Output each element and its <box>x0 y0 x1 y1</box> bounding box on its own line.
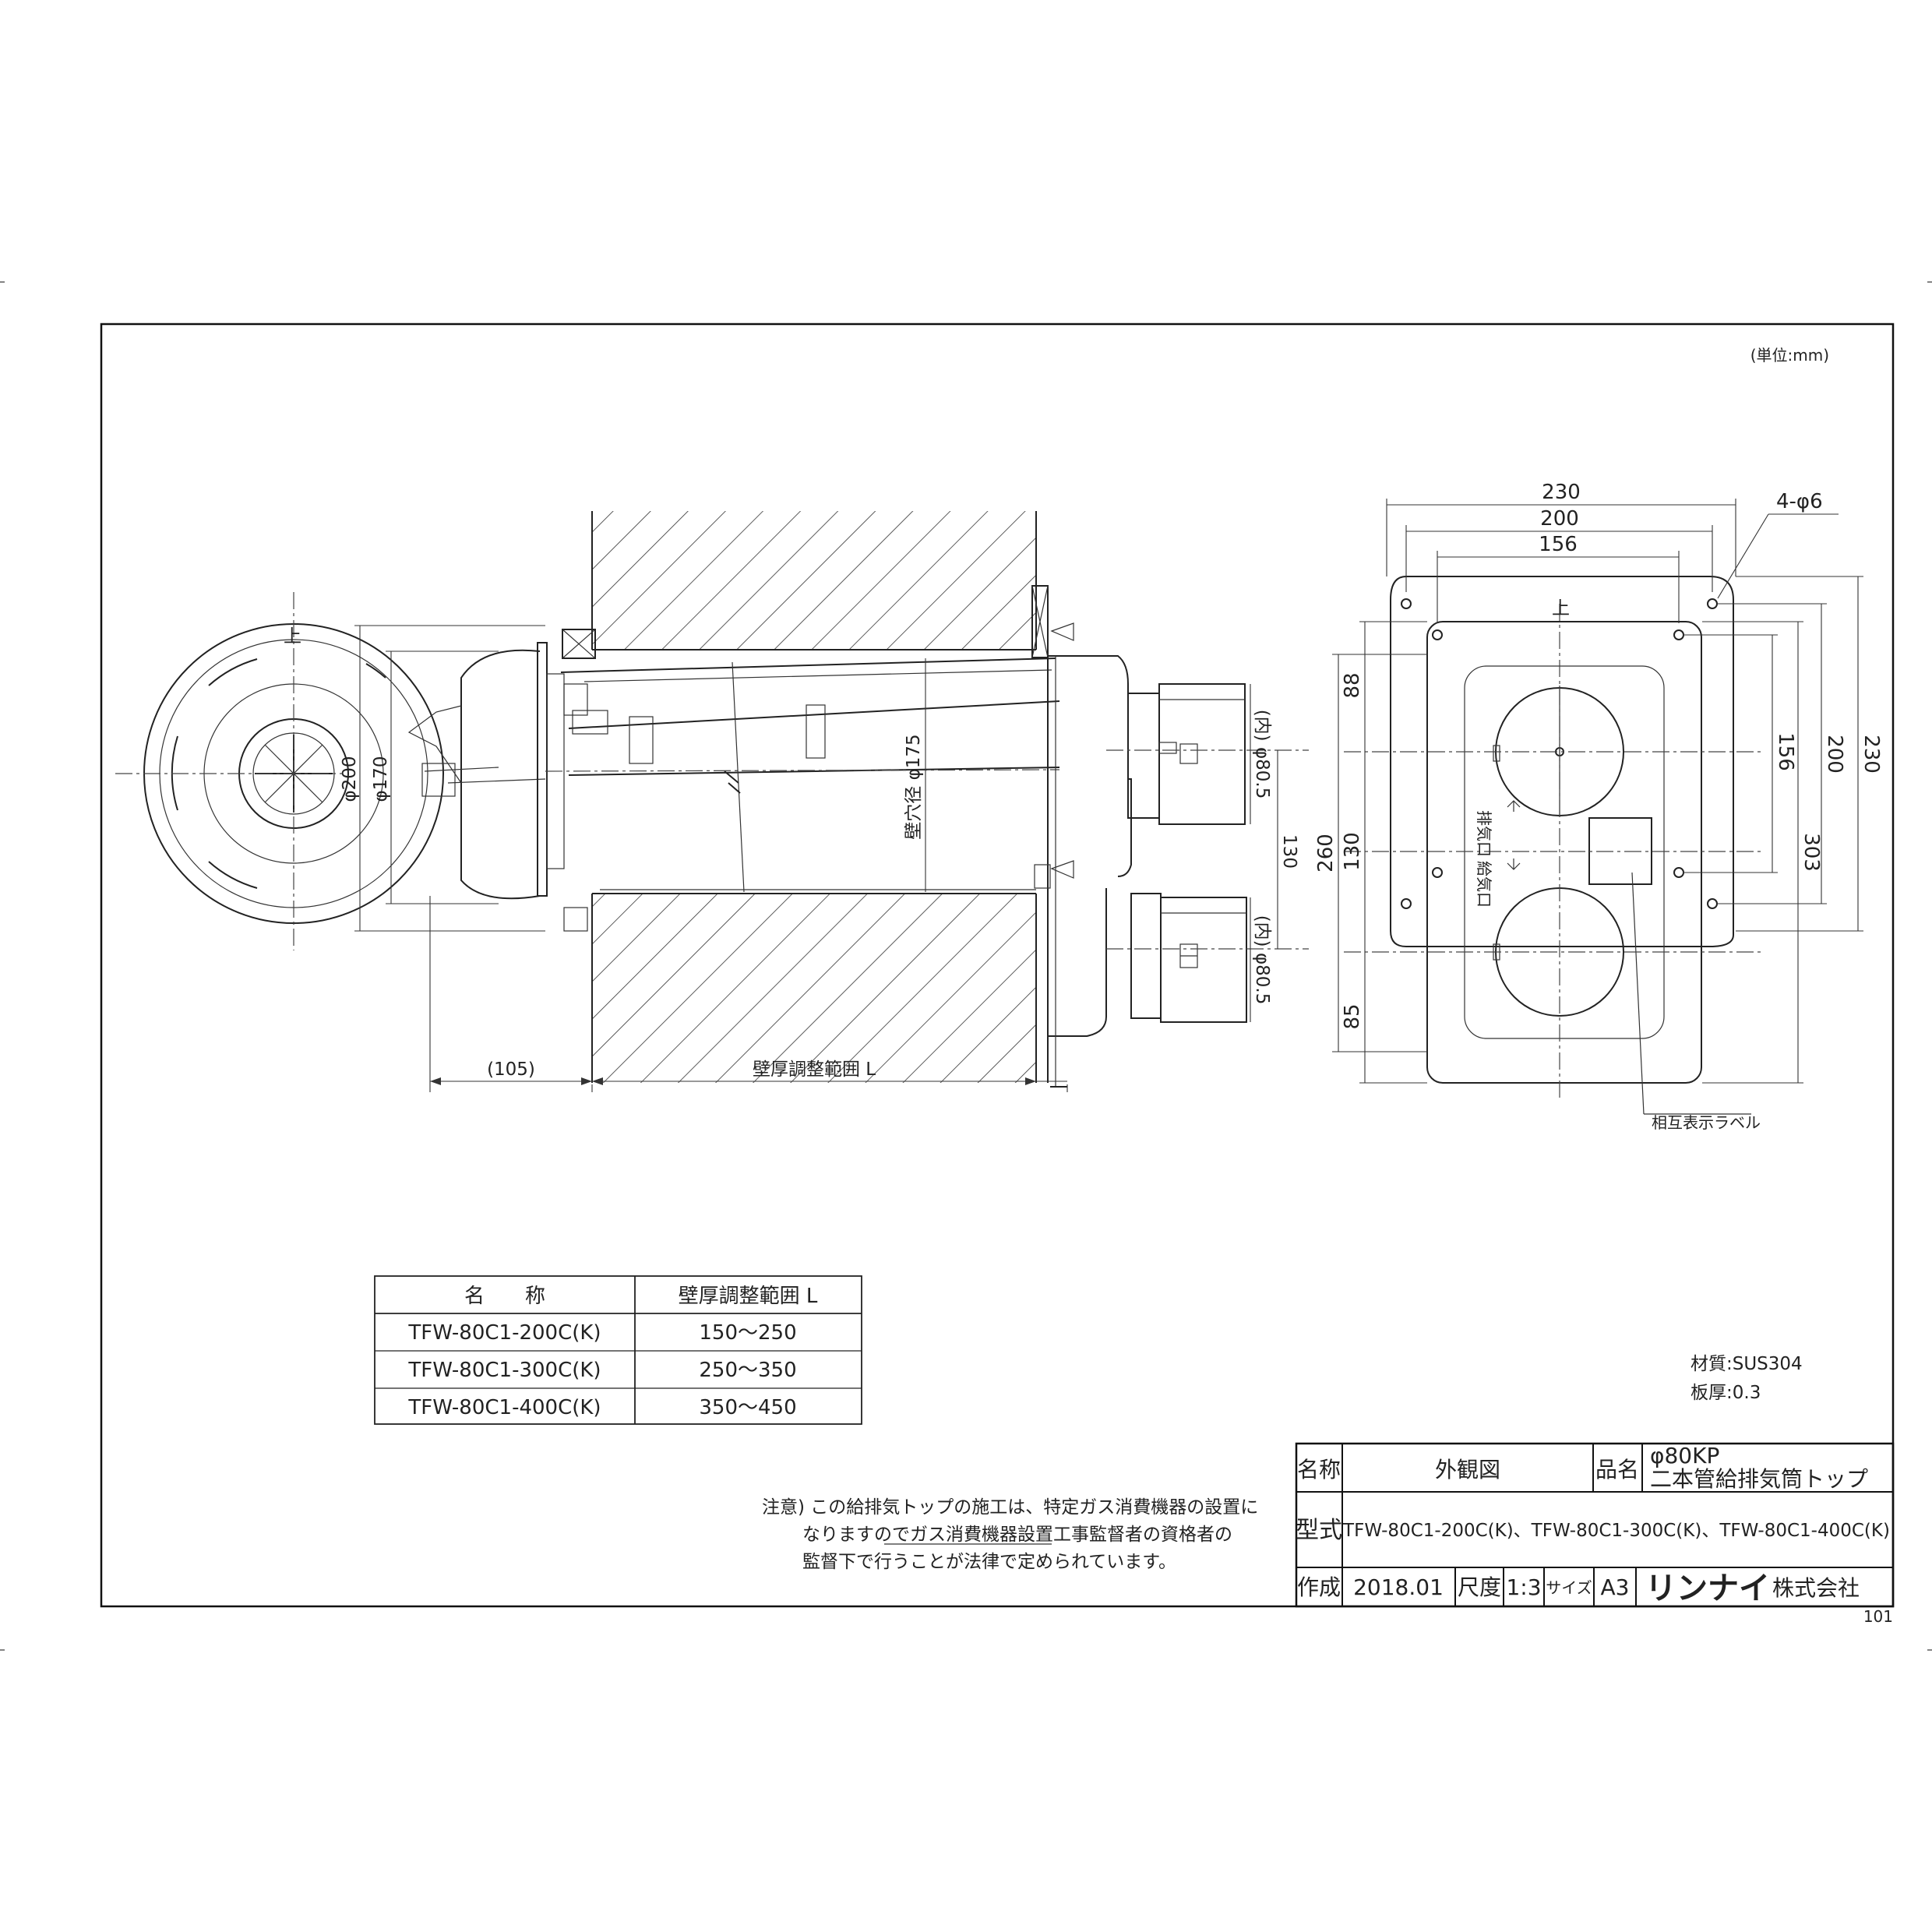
side-view: 上 <box>115 511 1309 1092</box>
table-header-name: 名 称 <box>464 1285 545 1308</box>
product-line2: 二本管給排気筒トップ <box>1650 1466 1868 1492</box>
svg-text:注意) この給排気トップの施工は、特定ガス消費機器の設置に: 注意) この給排気トップの施工は、特定ガス消費機器の設置に <box>762 1497 1258 1518</box>
legal-notice: 注意) この給排気トップの施工は、特定ガス消費機器の設置に なりますのでガス消費… <box>762 1497 1258 1572</box>
table-row: 250～350 <box>699 1359 796 1382</box>
svg-text:壁穴径 φ175: 壁穴径 φ175 <box>904 734 924 839</box>
side-dimensions: φ200 φ170 壁穴径 φ175 (内) φ80.5 (内) φ80.5 1… <box>340 625 1299 1092</box>
company-brand: リンナイ <box>1645 1571 1770 1606</box>
svg-text:88: 88 <box>1341 672 1364 698</box>
scale-value: 1:3 <box>1506 1574 1541 1600</box>
front-dims-vertical-right: 156 303 200 230 <box>1683 576 1883 1084</box>
table-row: TFW-80C1-200C(K) <box>407 1321 601 1345</box>
exhaust-pipe-side <box>1127 683 1246 825</box>
indoor-body <box>1031 585 1132 1088</box>
drawing-frame <box>100 323 1895 1608</box>
company-suffix: 株式会社 <box>1772 1575 1860 1601</box>
table-row: TFW-80C1-300C(K) <box>407 1359 601 1382</box>
svg-text:85: 85 <box>1341 1003 1364 1029</box>
svg-text:なりますのでガス消費機器設置工事監督者の資格者の: なりますのでガス消費機器設置工事監督者の資格者の <box>802 1525 1232 1545</box>
unit-note: (単位:mm) <box>1750 346 1829 365</box>
title-block: 名称 外観図 品名 φ80KP 二本管給排気筒トップ 型式 TFW-80C1-2… <box>1295 1442 1895 1608</box>
scale-label: 尺度 <box>1458 1574 1501 1600</box>
svg-text:φ170: φ170 <box>371 756 391 802</box>
svg-text:4-φ6: 4-φ6 <box>1776 490 1823 513</box>
top-mark-left: 上 <box>284 626 301 647</box>
svg-text:φ200: φ200 <box>340 756 360 802</box>
table-row: 150～250 <box>699 1321 796 1345</box>
name-label: 名称 <box>1297 1457 1341 1482</box>
svg-text:(内) φ80.5: (内) φ80.5 <box>1252 710 1272 799</box>
sheet-number: 101 <box>1863 1607 1893 1626</box>
svg-text:監督下で行うことが法律で定められています。: 監督下で行うことが法律で定められています。 <box>802 1552 1176 1572</box>
made-label: 作成 <box>1297 1574 1341 1600</box>
size-label: サイズ <box>1546 1578 1592 1597</box>
svg-text:156: 156 <box>1774 732 1797 771</box>
outdoor-cap-end-view: 上 <box>115 592 444 950</box>
inner-flange <box>1426 621 1702 1084</box>
model-range-table: 名 称 壁厚調整範囲 L TFW-80C1-200C(K) 150～250 TF… <box>374 1275 862 1425</box>
intake-label: 給気口 <box>1475 861 1493 908</box>
front-dims-vertical-left: 260 88 130 85 <box>1314 621 1427 1084</box>
svg-text:230: 230 <box>1860 735 1883 774</box>
top-mark-right: 上 <box>1552 598 1570 619</box>
svg-text:130: 130 <box>1279 834 1299 869</box>
outdoor-cap-profile <box>407 629 596 932</box>
outer-plate <box>1390 576 1734 947</box>
front-dims-horizontal: 230 200 156 4-φ6 <box>1386 481 1839 623</box>
inner-pipe-assembly <box>545 658 1060 893</box>
model-value: TFW-80C1-200C(K)、TFW-80C1-300C(K)、TFW-80… <box>1342 1521 1890 1541</box>
table-row: 350～450 <box>699 1396 796 1419</box>
svg-text:(105): (105) <box>487 1059 535 1080</box>
svg-text:303: 303 <box>1800 833 1823 872</box>
material-note: 材質:SUS304 <box>1690 1354 1803 1374</box>
made-value: 2018.01 <box>1353 1574 1444 1600</box>
svg-text:200: 200 <box>1823 735 1846 774</box>
svg-text:(内) φ80.5: (内) φ80.5 <box>1252 915 1272 1005</box>
table-header-range: 壁厚調整範囲 L <box>679 1285 818 1308</box>
mutual-label-text: 相互表示ラベル <box>1652 1113 1761 1132</box>
svg-text:260: 260 <box>1314 834 1338 873</box>
thickness-note: 板厚:0.3 <box>1690 1383 1761 1403</box>
size-value: A3 <box>1601 1574 1630 1600</box>
svg-text:壁厚調整範囲 L: 壁厚調整範囲 L <box>753 1059 876 1080</box>
svg-text:156: 156 <box>1539 533 1578 556</box>
front-view: 上 排気口 給気口 相互表示ラベル 230 200 156 4-φ6 <box>1314 481 1883 1132</box>
intake-pipe-side <box>1130 893 1247 1023</box>
exhaust-label: 排気口 <box>1475 810 1493 857</box>
svg-text:130: 130 <box>1341 832 1364 871</box>
table-row: TFW-80C1-400C(K) <box>407 1396 601 1419</box>
product-label: 品名 <box>1595 1457 1639 1482</box>
svg-text:200: 200 <box>1540 507 1579 531</box>
name-value: 外観図 <box>1435 1457 1500 1482</box>
svg-text:230: 230 <box>1542 481 1581 504</box>
product-line1: φ80KP <box>1650 1443 1719 1468</box>
model-label: 型式 <box>1296 1517 1342 1544</box>
